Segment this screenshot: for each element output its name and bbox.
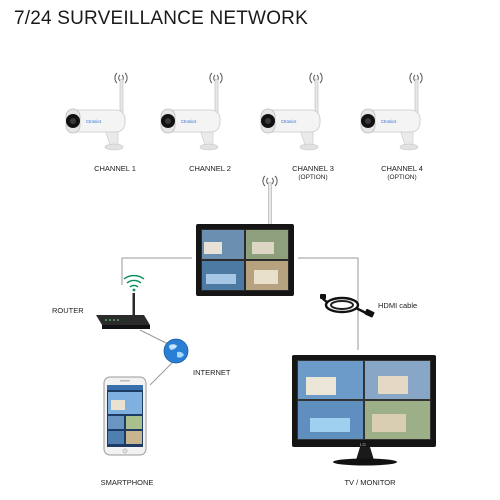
camera-icon: Ctronics [260,72,323,151]
tv-monitor-label: TV / MONITOR [344,478,396,487]
camera-channel-1: Ctronics [60,65,140,160]
camera-brand-logo: Ctronics [281,119,296,124]
internet-phone-line [149,359,176,386]
wifi-signal-icon [262,175,278,187]
camera-brand-logo: Ctronics [181,119,196,124]
camera-note-3: (OPTION) [298,174,328,181]
camera-channel-3: Ctronics [255,65,335,160]
smartphone [103,376,147,456]
nvr-router-line [121,257,192,285]
nvr-monitor-line [298,257,359,350]
nvr-monitor [190,172,300,302]
camera-channel-2: Ctronics [155,65,235,160]
camera-channel-4: Ctronics [355,65,435,160]
camera-label-1: CHANNEL 1 [94,164,136,173]
hdmi-label: HDMI cable [378,301,418,310]
camera-brand-logo: Ctronics [86,119,101,124]
camera-note-4: (OPTION) [387,174,417,181]
camera-icon: Ctronics [160,72,223,151]
hdmi-cable [320,288,380,324]
camera-icon: Ctronics [360,72,423,151]
internet-label: INTERNET [193,368,231,377]
router [92,274,152,335]
tv-brand-logo: LG [360,442,367,447]
camera-brand-logo: Ctronics [381,119,396,124]
diagram-title: 7/24 SURVEILLANCE NETWORK [14,8,308,29]
camera-label-2: CHANNEL 2 [189,164,231,173]
camera-label-3: CHANNEL 3 [292,164,334,173]
smartphone-label: SMARTPHONE [100,478,154,487]
router-internet-line [139,329,171,346]
camera-label-4: CHANNEL 4 [381,164,423,173]
wifi-icon [123,274,145,288]
tv-monitor: LG [290,352,440,472]
camera-icon: Ctronics [65,72,128,151]
globe-icon [163,338,189,364]
router-label: ROUTER [52,306,84,315]
